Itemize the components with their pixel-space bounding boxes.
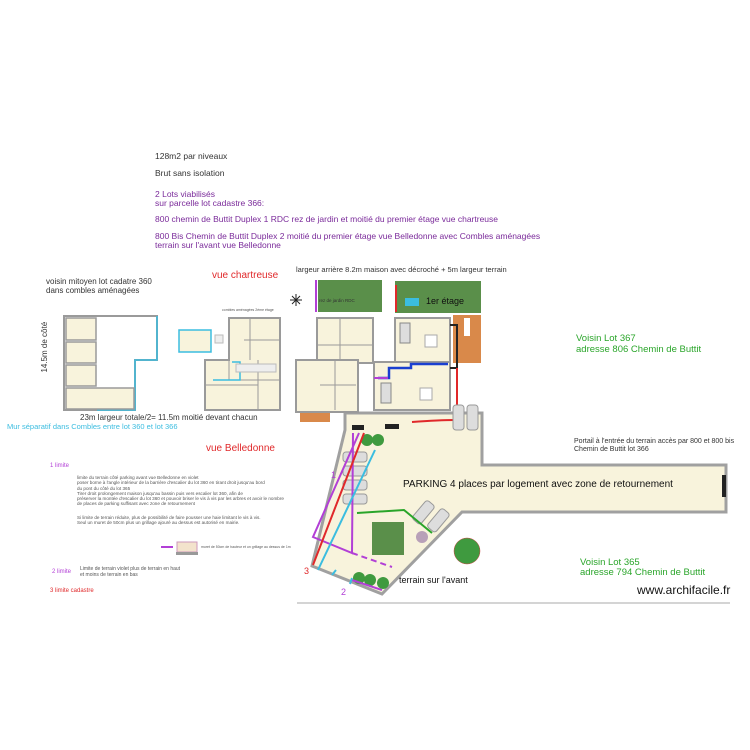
- neighbor-365-line2: adresse 794 Chemin de Buttit: [580, 567, 706, 578]
- parking-label: PARKING 4 places par logement avec zone …: [403, 479, 673, 490]
- gate-line2: Chemin de Buttit lot 366: [574, 446, 649, 453]
- garden-rdc-label: rez de jardin RDC: [319, 298, 355, 303]
- attic-label: combles aménagées 2ème étage: [222, 308, 274, 312]
- finish-label: Brut sans isolation: [155, 168, 225, 178]
- muret-note: muret de 50cm de hauteur et un grillage …: [201, 545, 291, 549]
- neighbor-367-line1: Voisin Lot 367: [576, 333, 636, 344]
- rear-width-label: largeur arrière 8.2m maison avec décroch…: [296, 265, 507, 274]
- neighbor-365-line1: Voisin Lot 365: [580, 557, 640, 568]
- muret-icon: [161, 541, 198, 555]
- front-land-label: terrain sur l'avant: [399, 575, 468, 585]
- limit1-text-line: Tirer droit prolongement maison jusqu'au…: [77, 490, 243, 496]
- limit2-title: 2 limite: [52, 569, 72, 575]
- house-plan: [295, 317, 458, 430]
- tree-icon: [361, 434, 373, 446]
- compass-icon: [290, 294, 302, 306]
- limit2-line1: Limite de terrain violet plus de terrain…: [80, 566, 181, 572]
- limit1-text-line: poser borne à l'angle intérieur de la ba…: [77, 480, 265, 486]
- limit1-text-line: du pont du côté du lot 365: [77, 485, 131, 491]
- parking-area: [310, 411, 728, 596]
- limit1-text-line: limite du terrain côté parking avant vue…: [77, 475, 199, 480]
- lots-line1: 2 Lots viabilisés: [155, 189, 216, 199]
- limit-marker-3: 3: [304, 566, 310, 576]
- limit1-text-line: préserver la montée d'escalier du lot 36…: [77, 496, 284, 502]
- limit-marker-2: 2: [341, 587, 347, 597]
- area-label: 128m2 par niveaux: [155, 151, 228, 161]
- gate-line1: Portail à l'entrée du terrain accès par …: [574, 438, 735, 445]
- tree-icon: [453, 537, 481, 565]
- front-garden: [353, 434, 481, 589]
- limit1-text-line: de places de parking suffisant avec zone…: [77, 501, 195, 507]
- limit1-note-line: Si limite de terrain réduite, plus de po…: [77, 515, 261, 520]
- limit1-title: 1 limite: [50, 463, 70, 469]
- first-floor-label: 1er étage: [426, 296, 465, 306]
- view-chartreuse: vue chartreuse: [212, 270, 279, 281]
- wall-note: Mur séparatif dans Combles entre lot 360…: [7, 422, 178, 431]
- duplex2-line1: 800 Bis Chemin de Buttit Duplex 2 moitié…: [155, 231, 541, 241]
- duplex1-label: 800 chemin de Buttit Duplex 1 RDC rez de…: [155, 214, 499, 224]
- tree-icon: [364, 574, 376, 586]
- duplex2-line2: terrain sur l'avant vue Belledonne: [155, 240, 281, 250]
- neighbor-360-line1: voisin mitoyen lot cadatre 360: [46, 277, 152, 286]
- attic-floor-plan: [178, 317, 281, 411]
- limit-lines: [311, 432, 393, 591]
- shrub-icon: [416, 531, 428, 543]
- neighbor-367-line2: adresse 806 Chemin de Buttit: [576, 344, 702, 355]
- limit-marker-1: 1: [331, 470, 337, 480]
- watermark-logo: www.archifacile.fr: [637, 583, 731, 597]
- tree-icon: [372, 434, 384, 446]
- limit2-line2: et moins de terrain en bas: [80, 572, 138, 578]
- neighbor-360-line2: dans combles aménagées: [46, 286, 140, 295]
- side-dimension: 14.5m de côté: [40, 321, 50, 373]
- tree-icon: [377, 577, 389, 589]
- lots-line2: sur parcelle lot cadastre 366:: [155, 198, 265, 208]
- neighbor-attic-plan: [63, 315, 158, 411]
- width-note: 23m largeur totale/2= 11.5m moitié devan…: [80, 413, 258, 422]
- limit1-text: limite du terrain côté parking avant vue…: [77, 475, 284, 507]
- limit1-note: Si limite de terrain réduite, plus de po…: [77, 515, 261, 526]
- view-belledonne: vue Belledonne: [206, 443, 275, 454]
- limit3-title: 3 limite cadastre: [50, 588, 94, 594]
- limit1-note-line: Seul un muret de 50cm plus un grillage a…: [77, 520, 240, 526]
